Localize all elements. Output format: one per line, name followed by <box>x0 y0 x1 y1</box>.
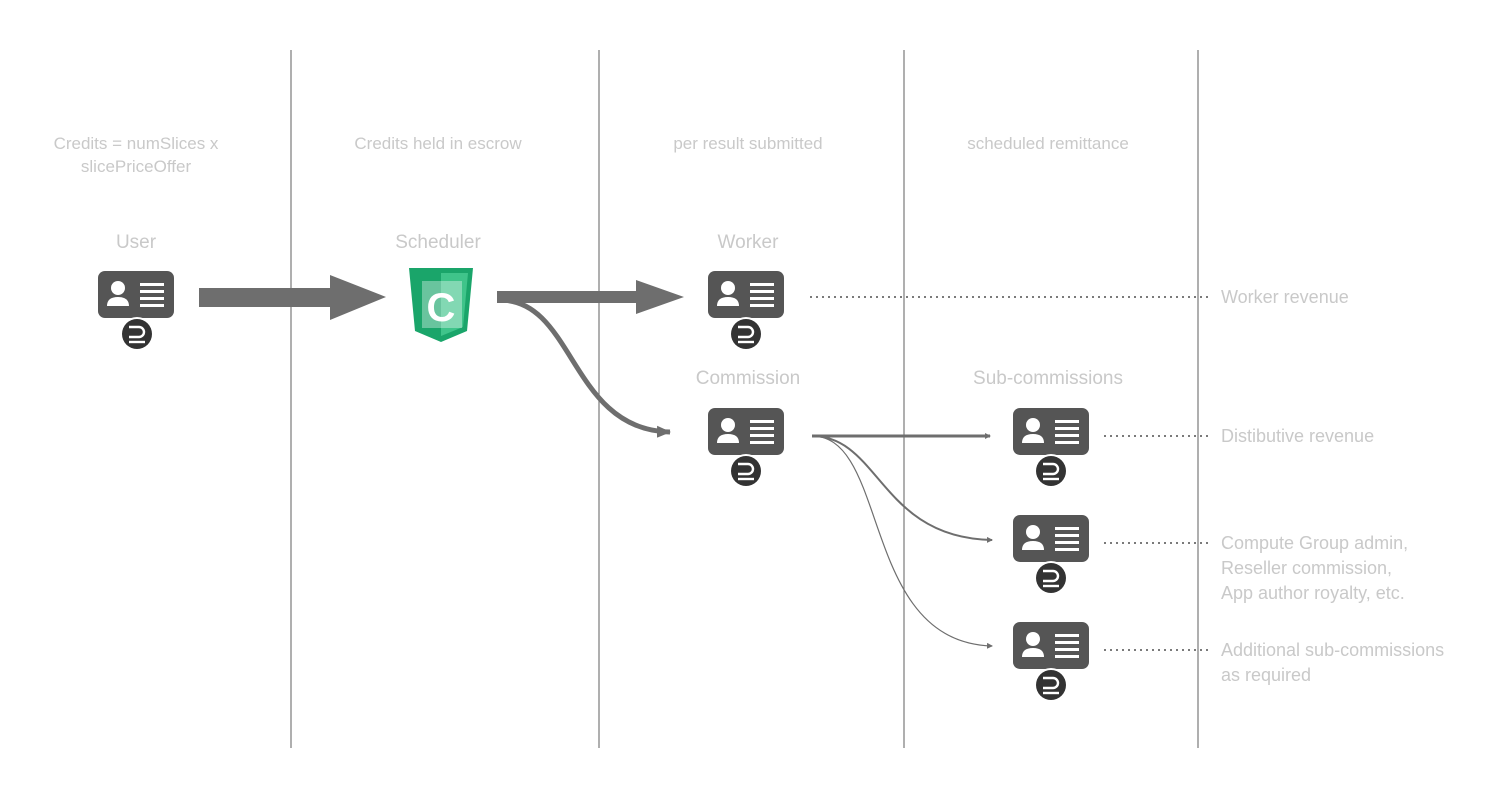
user-id-card-icon <box>708 408 784 455</box>
commission-node <box>708 408 784 490</box>
scheduler-node: C <box>409 268 473 342</box>
label-worker-revenue: Worker revenue <box>1221 287 1349 307</box>
label-group-admin-line: Reseller commission, <box>1221 558 1393 578</box>
label-distributive-revenue: Distibutive revenue <box>1221 426 1375 446</box>
label-additional-line: as required <box>1221 665 1312 685</box>
column-header-worker: per result submitted <box>673 134 823 153</box>
node-label-scheduler: Scheduler <box>395 232 481 253</box>
dcc-wallet-icon <box>118 315 156 353</box>
label-additional-line: Additional sub-commissions <box>1221 640 1445 660</box>
arrow-user-to-scheduler <box>199 275 386 320</box>
column-header-remittance: scheduled remittance <box>967 134 1129 153</box>
worker-node <box>708 271 784 353</box>
label-group-admin: Compute Group admin, Reseller commission… <box>1221 531 1408 606</box>
subcommission-node-distributive <box>1013 408 1089 490</box>
label-group-admin-line: App author royalty, etc. <box>1221 583 1405 603</box>
dcc-wallet-icon <box>1032 559 1070 597</box>
node-label-worker: Worker <box>717 232 779 253</box>
node-label-commission: Commission <box>695 368 801 389</box>
node-label-subcommissions: Sub-commissions <box>973 368 1123 389</box>
scheduler-logo-letter: C <box>427 286 456 330</box>
dcc-wallet-icon <box>1032 666 1070 704</box>
user-node <box>98 271 174 353</box>
label-group-admin-line: Compute Group admin, <box>1221 533 1409 553</box>
user-id-card-icon <box>1013 408 1089 455</box>
scheduler-shield-icon: C <box>409 268 473 342</box>
node-label-user: User <box>115 232 157 253</box>
user-id-card-icon <box>1013 622 1089 669</box>
label-additional-subcommissions: Additional sub-commissions as required <box>1221 638 1444 688</box>
arrow-scheduler-to-commission <box>499 297 671 438</box>
column-header-scheduler: Credits held in escrow <box>354 134 522 153</box>
dcc-wallet-icon <box>727 452 765 490</box>
user-id-card-icon <box>98 271 174 318</box>
dcc-wallet-icon <box>1032 452 1070 490</box>
dcc-wallet-icon <box>727 315 765 353</box>
user-id-card-icon <box>708 271 784 318</box>
column-header-user: Credits = numSlices x slicePriceOffer <box>53 134 219 176</box>
arrow-scheduler-to-worker <box>497 280 684 314</box>
arrow-commission-to-group-admin <box>811 435 993 543</box>
subcommission-node-group-admin <box>1013 515 1089 597</box>
user-id-card-icon <box>1013 515 1089 562</box>
subcommission-node-additional <box>1013 622 1089 704</box>
arrow-commission-to-additional <box>811 435 993 649</box>
